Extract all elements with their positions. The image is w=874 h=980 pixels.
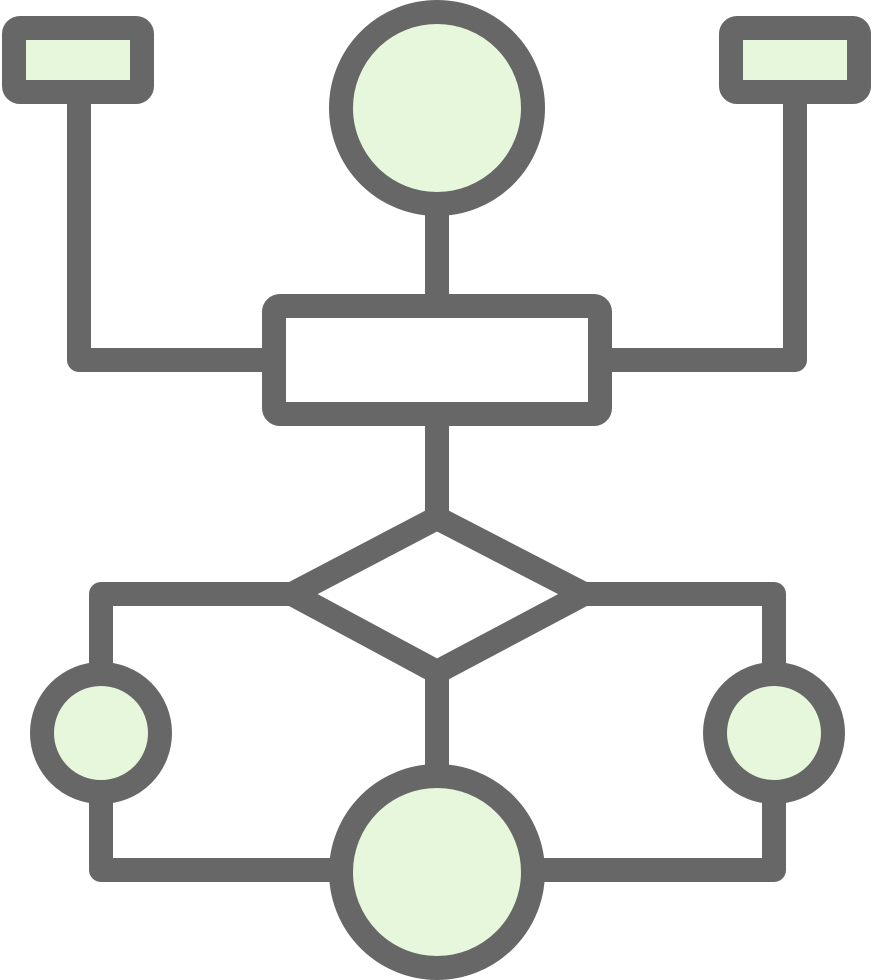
connector-top-left bbox=[67, 88, 284, 372]
top-right-node bbox=[719, 16, 871, 104]
connector-decision-right bbox=[572, 582, 786, 680]
right-outcome-node bbox=[703, 662, 845, 804]
top-left-node bbox=[2, 16, 154, 104]
connector-right-to-bottom bbox=[521, 788, 786, 882]
connector-top-right bbox=[591, 88, 807, 372]
start-node bbox=[329, 0, 545, 216]
decision-node bbox=[280, 506, 596, 684]
connector-left-to-bottom bbox=[89, 788, 352, 882]
connector-decision-left bbox=[89, 582, 302, 680]
left-outcome-node bbox=[30, 662, 172, 804]
process-node bbox=[262, 294, 612, 426]
end-node bbox=[329, 764, 545, 980]
